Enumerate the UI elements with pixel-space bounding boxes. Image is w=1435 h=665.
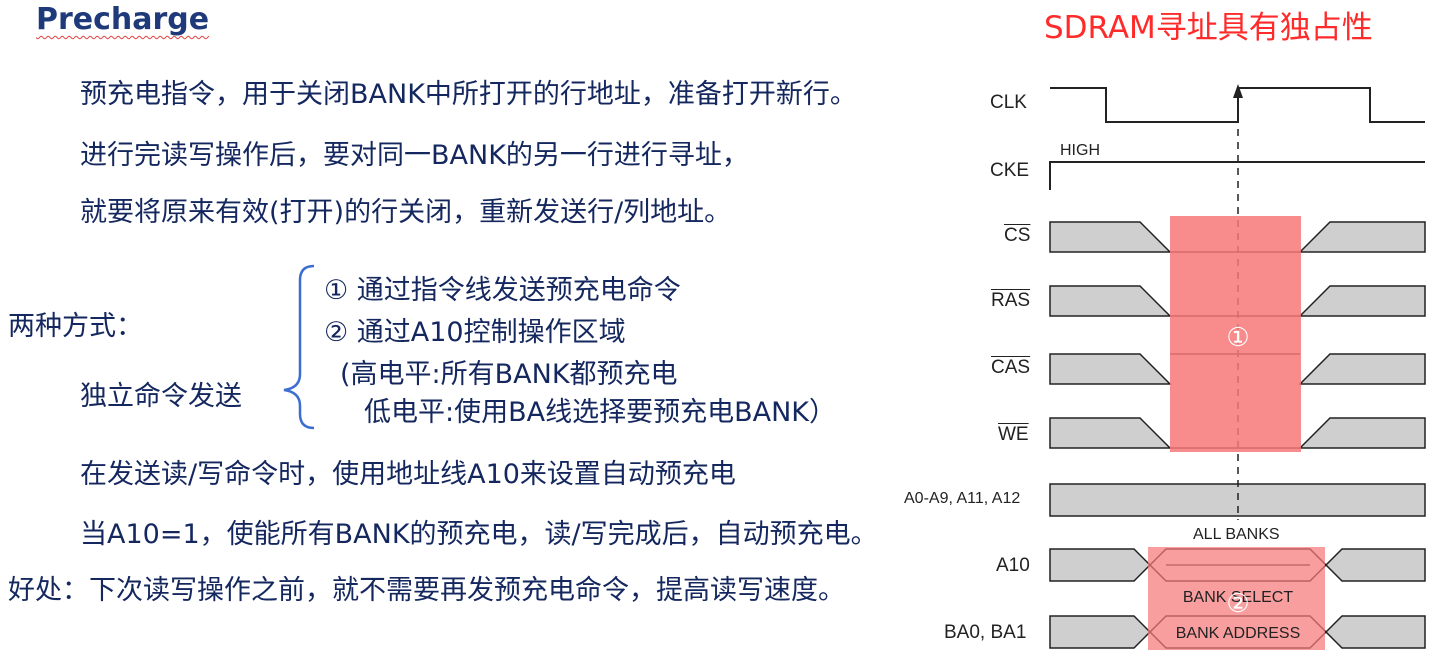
signal-clk-label: CLK [990,92,1027,113]
ba-bank-address-label: BANK ADDRESS [1176,625,1300,642]
signal-addr-label: A0-A9, A11, A12 [904,490,1021,507]
page-title: Precharge [36,2,210,37]
a10-ba-highlight [1148,547,1325,650]
method-brace [283,264,315,430]
method-item-4: 低电平:使用BA线选择要预充电BANK） [364,397,836,428]
a10-bank-select-label: BANK SELECT [1183,589,1293,606]
ras-waveform [1049,285,1426,317]
methods-label: 两种方式： [8,311,143,342]
signal-cas-label: CAS [991,357,1031,378]
a10-all-banks-label: ALL BANKS [1193,526,1280,543]
command-highlight [1170,216,1301,452]
cke-level-label: HIGH [1060,142,1100,159]
signal-a10-label: A10 [996,555,1030,576]
signal-ras-label: RAS [991,290,1031,311]
signal-cke-label: CKE [990,160,1030,181]
marker-1: ① [1226,322,1249,352]
method-item-1: ① 通过指令线发送预充电命令 [324,275,681,306]
auto-line-2: 当A10=1，使能所有BANK的预充电，读/写完成后，自动预充电。 [80,519,878,550]
intro-line-1: 预充电指令，用于关闭BANK中所打开的行地址，准备打开新行。 [80,79,857,110]
methods-sub-label: 独立命令发送 [80,381,242,412]
cas-waveform [1049,353,1426,385]
intro-line-3: 就要将原来有效(打开)的行关闭，重新发送行/列地址。 [80,197,732,228]
auto-line-1: 在发送读/写命令时，使用地址线A10来设置自动预充电 [80,459,736,490]
method-item-3: (高电平:所有BANK都预充电 [340,359,678,390]
signal-ba-label: BA0, BA1 [944,622,1027,643]
auto-line-3: 好处：下次读写操作之前，就不需要再发预充电命令，提高读写速度。 [8,575,845,606]
intro-line-2: 进行完读写操作后，要对同一BANK的另一行进行寻址， [80,140,749,171]
we-waveform [1049,417,1426,449]
method-item-2: ② 通过A10控制操作区域 [324,317,626,348]
signal-cs-label: CS [1004,225,1031,246]
cke-waveform [1049,161,1425,190]
cs-waveform [1049,221,1426,253]
exclusive-note: SDRAM寻址具有独占性 [1044,10,1373,46]
signal-we-label: WE [998,424,1029,445]
marker-2: ② [1226,588,1249,618]
